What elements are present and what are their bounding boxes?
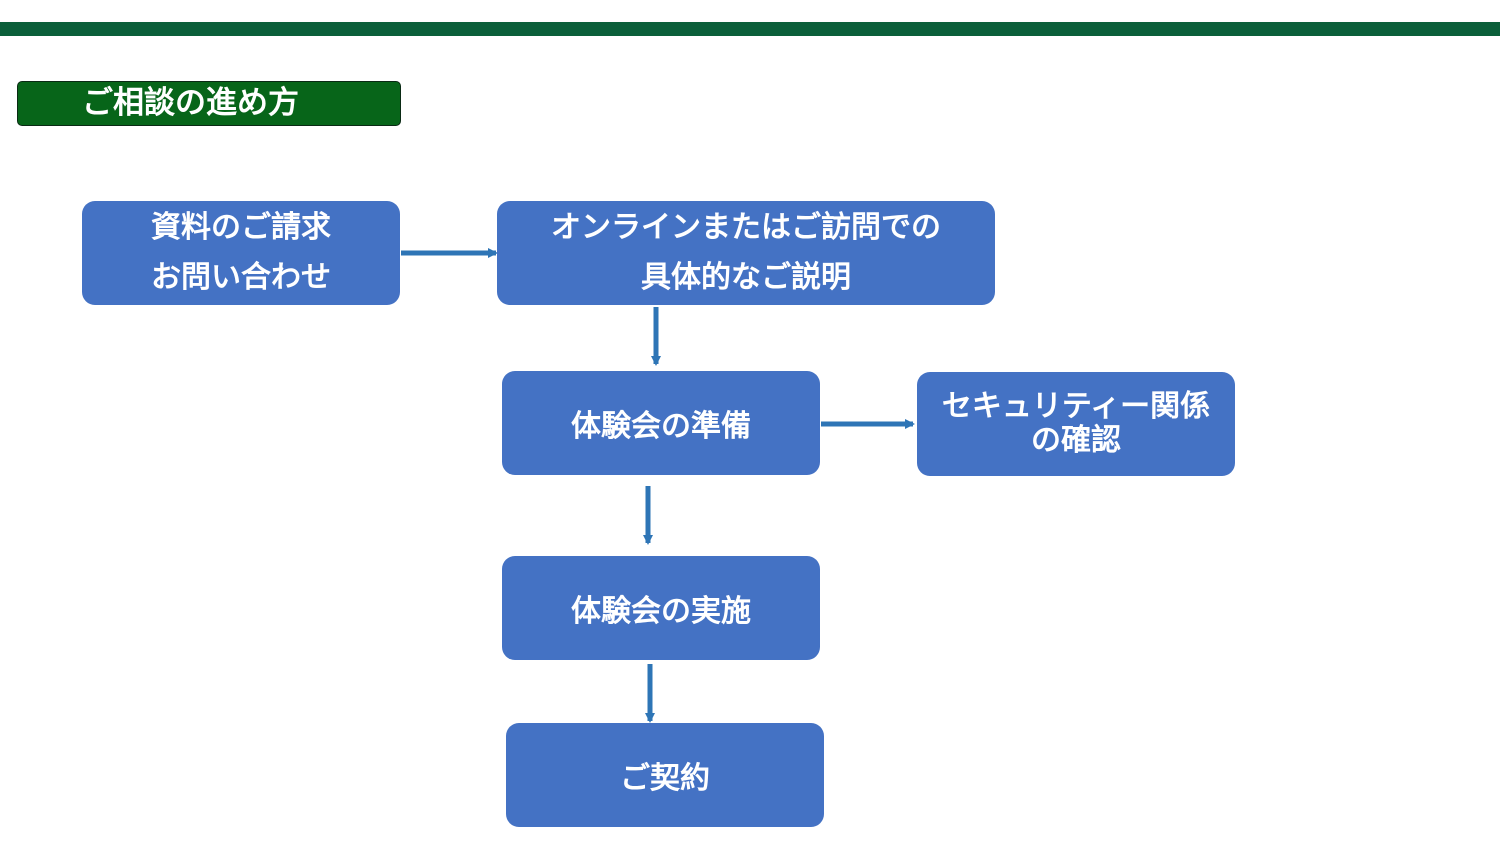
node-implementation-label: 体験会の実施 [571,594,751,629]
node-preparation: 体験会の準備 [502,371,820,475]
node-preparation-label: 体験会の準備 [571,409,751,444]
node-explanation: オンラインまたはご訪問での 具体的なご説明 [497,201,995,305]
header-accent-bar [0,22,1500,36]
node-contract: ご契約 [506,723,824,827]
page-title: ご相談の進め方 [17,81,401,126]
node-security-line-2: の確認 [1031,423,1121,458]
node-request-line-2: お問い合わせ [151,260,331,295]
node-security-line-1: セキュリティー関係 [941,389,1211,424]
node-contract-label: ご契約 [620,761,710,796]
node-explanation-line-2: 具体的なご説明 [641,260,851,295]
node-request-line-1: 資料のご請求 [151,210,331,245]
node-security: セキュリティー関係 の確認 [917,372,1235,476]
node-request: 資料のご請求 お問い合わせ [82,201,400,305]
node-implementation: 体験会の実施 [502,556,820,660]
node-explanation-line-1: オンラインまたはご訪問での [551,210,941,245]
